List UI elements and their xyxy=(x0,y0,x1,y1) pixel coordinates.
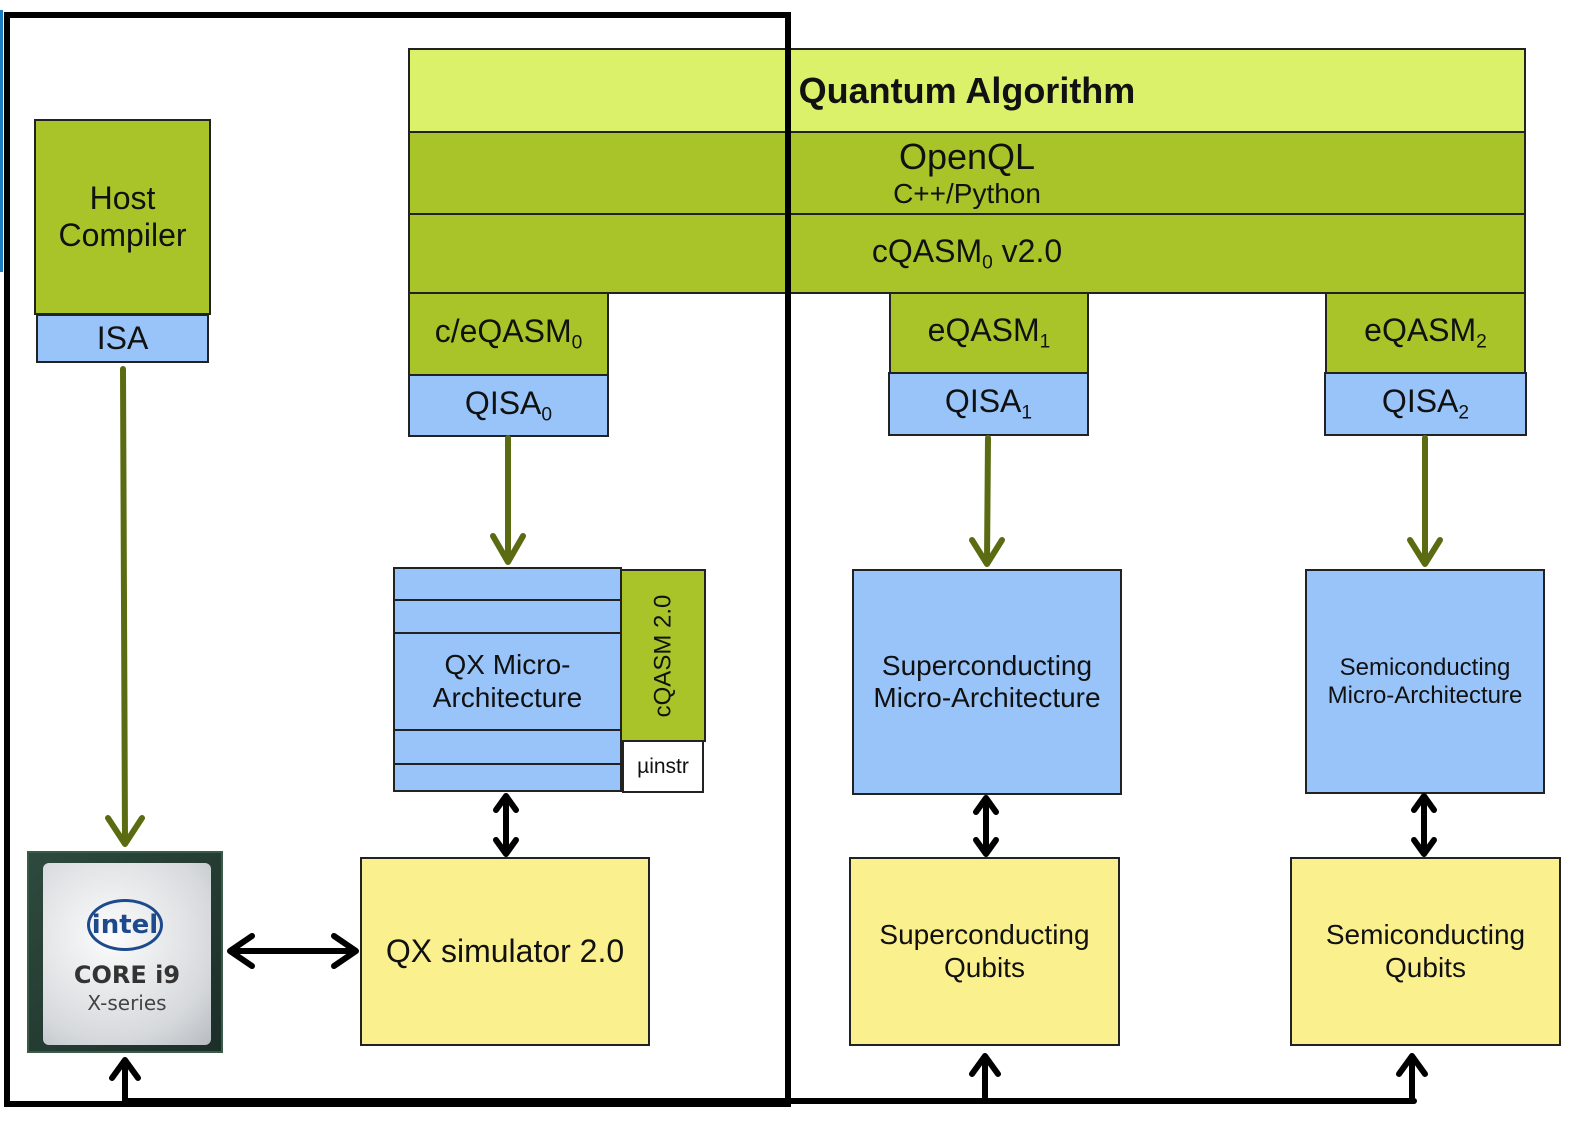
superconducting-qubits-line2: Qubits xyxy=(944,951,1025,983)
quantum-algorithm-layer: Quantum Algorithm xyxy=(408,48,1526,133)
quantum-algorithm-label: Quantum Algorithm xyxy=(798,69,1136,111)
host-compiler-box: Host Compiler xyxy=(34,119,211,315)
semiconducting-micro-line1: Semiconducting xyxy=(1339,653,1511,681)
qisa1-box: QISA1 xyxy=(888,372,1089,436)
qx-micro-line2: Architecture xyxy=(432,681,583,713)
eqasm2-box: eQASM2 xyxy=(1325,292,1526,374)
eqasm2-label: eQASM2 xyxy=(1364,312,1487,353)
uinstr-box: µinstr xyxy=(622,740,704,793)
superconducting-qubits-box: Superconducting Qubits xyxy=(849,857,1120,1046)
qisa0-label: QISA0 xyxy=(464,384,553,426)
semiconducting-qubits-box: Semiconducting Qubits xyxy=(1290,857,1561,1046)
isa-to-cpu-arrowhead xyxy=(105,815,145,847)
ceqasm0-box: c/eQASM0 xyxy=(408,292,609,376)
isa-box: ISA xyxy=(36,314,209,363)
qisa2-box: QISA2 xyxy=(1324,372,1527,436)
qisa2-to-micro-arrowhead xyxy=(1407,537,1443,567)
openql-sub-label: C++/Python xyxy=(893,177,1041,209)
qx-simulator-label: QX simulator 2.0 xyxy=(385,933,625,969)
qisa0-box: QISA0 xyxy=(408,374,609,437)
eqasm1-label: eQASM1 xyxy=(927,312,1051,353)
openql-label: OpenQL xyxy=(898,136,1036,178)
cqasm-label: cQASM0 v2.0 xyxy=(871,232,1063,274)
semiconducting-qubits-line1: Semiconducting xyxy=(1325,919,1526,951)
superconducting-micro-line1: Superconducting xyxy=(881,649,1093,681)
qisa1-to-micro-arrowhead xyxy=(969,537,1005,567)
superconducting-micro-box: Superconducting Micro-Architecture xyxy=(852,569,1122,795)
cqasm2-side-box: cQASM 2.0 xyxy=(620,569,706,742)
host-compiler-line1: Host xyxy=(89,180,156,217)
qisa1-to-micro-arrow xyxy=(984,435,991,565)
semiconducting-qubits-line2: Qubits xyxy=(1385,951,1466,983)
uinstr-label: µinstr xyxy=(637,754,689,778)
qisa0-to-micro-arrowhead xyxy=(490,533,526,565)
qx-simulator-box: QX simulator 2.0 xyxy=(360,857,650,1046)
isa-label: ISA xyxy=(96,320,149,356)
openql-layer: OpenQL C++/Python xyxy=(408,131,1526,215)
semiconducting-micro-box: Semiconducting Micro-Architecture xyxy=(1305,569,1545,794)
qx-micro-line1: QX Micro- xyxy=(444,649,571,681)
isa-to-cpu-arrow xyxy=(120,366,128,845)
qisa2-label: QISA2 xyxy=(1381,383,1470,424)
intel-logo: intel xyxy=(87,899,163,951)
cpu-series-label: X-series xyxy=(87,991,167,1015)
host-compiler-line2: Compiler xyxy=(58,217,187,253)
qx-micro-stack-row xyxy=(393,763,622,792)
superconducting-micro-line2: Micro-Architecture xyxy=(873,682,1101,713)
qisa1-label: QISA1 xyxy=(944,383,1033,424)
qx-micro-architecture-box: QX Micro- Architecture xyxy=(393,632,622,731)
semiconducting-micro-line2: Micro-Architecture xyxy=(1327,681,1523,709)
cpu-heatspreader xyxy=(43,863,211,1045)
superconducting-qubits-line1: Superconducting xyxy=(879,919,1090,951)
ceqasm0-label: c/eQASM0 xyxy=(434,313,583,354)
cpu-model-label: CORE i9 xyxy=(73,961,181,989)
left-edge-accent xyxy=(0,10,3,272)
qx-micro-stack-row xyxy=(393,729,622,765)
intel-cpu-image: intel CORE i9 X-series xyxy=(27,851,223,1053)
